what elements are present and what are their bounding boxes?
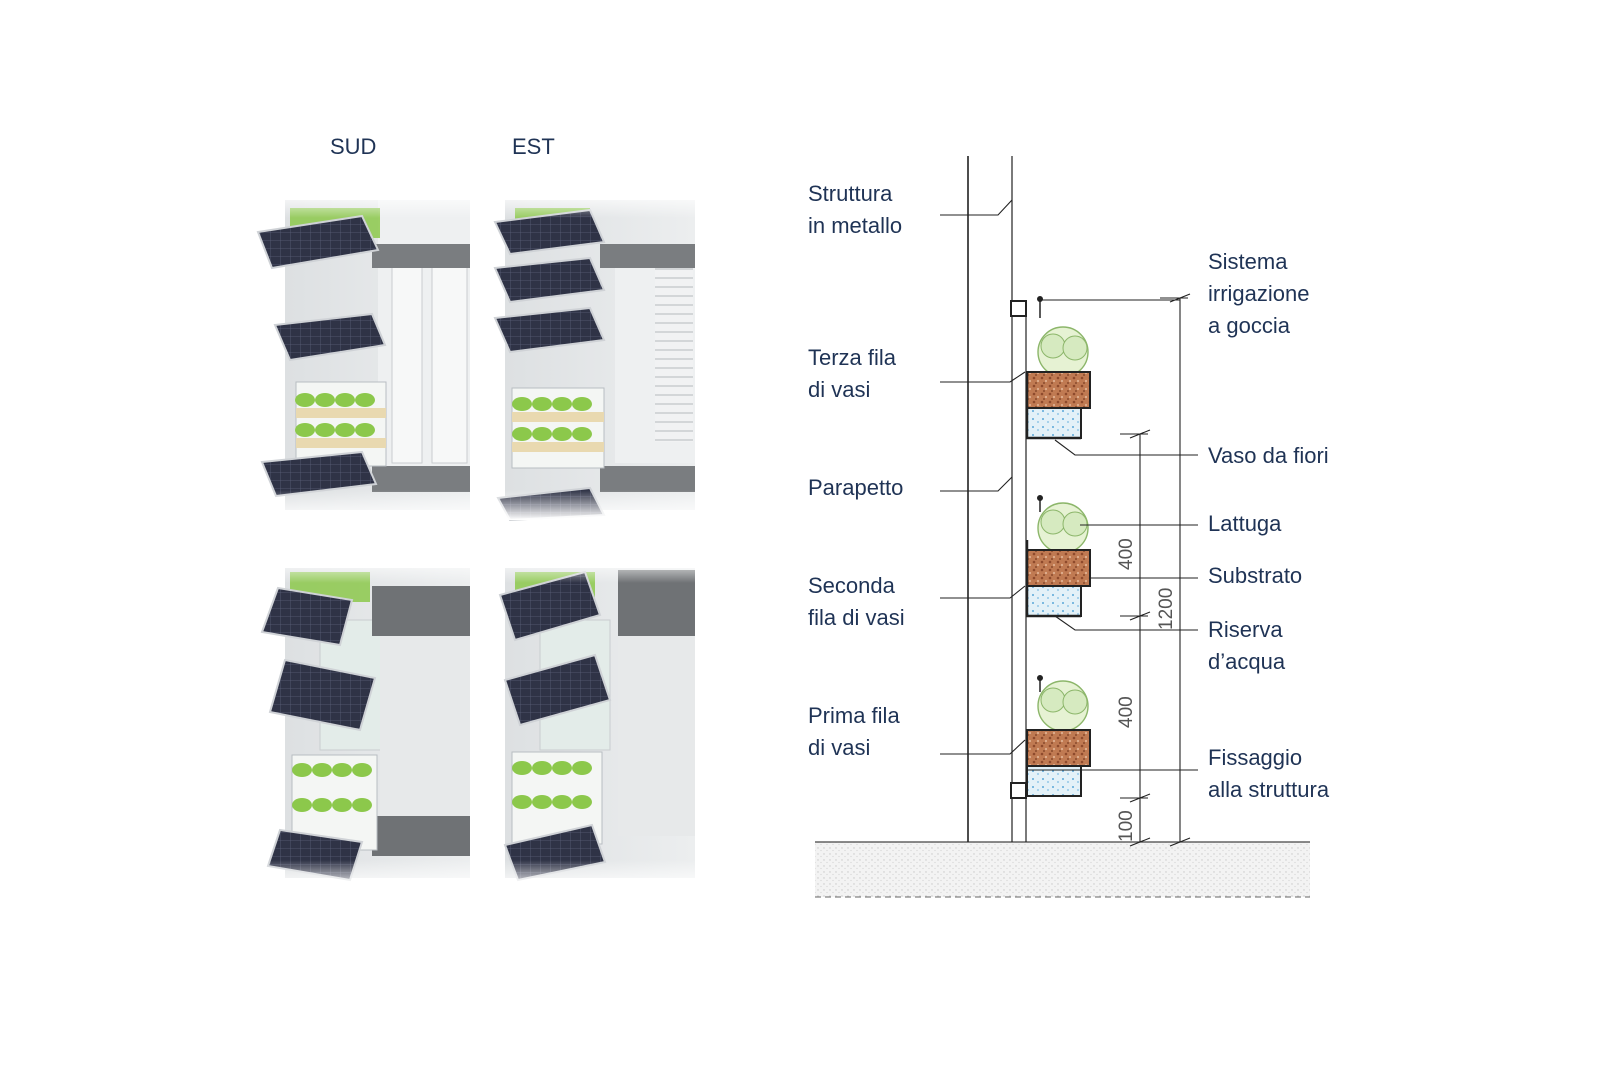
label-line: Struttura [808, 181, 893, 206]
label-structure-fixing: Fissaggio alla struttura [1208, 742, 1329, 806]
label-substrate: Substrato [1208, 560, 1302, 592]
label-line: irrigazione [1208, 281, 1310, 306]
south-heading: SUD [330, 134, 377, 159]
pot-third-row [1025, 326, 1091, 440]
label-first-row: Prima fila di vasi [808, 700, 900, 764]
facade-south-upper [256, 200, 470, 510]
pot-first-row [1026, 680, 1091, 797]
label-line: a goccia [1208, 313, 1290, 338]
label-line: Riserva [1208, 617, 1283, 642]
east-heading: EST [512, 134, 555, 159]
label-line: alla struttura [1208, 777, 1330, 802]
dimension-lines [1120, 293, 1191, 847]
label-line: d’acqua [1208, 649, 1286, 674]
label-second-row: Seconda fila di vasi [808, 570, 905, 634]
facade-east-upper [493, 200, 695, 522]
label-third-row: Terza fila di vasi [808, 342, 896, 406]
pot-second-row [1025, 502, 1091, 618]
facade-south-lower [260, 568, 470, 882]
label-line: Parapetto [808, 475, 904, 500]
label-line: Seconda [808, 573, 895, 598]
label-line: Prima fila [808, 703, 900, 728]
label-lettuce: Lattuga [1208, 508, 1281, 540]
label-line: Vaso da fiori [1208, 443, 1329, 468]
label-parapet: Parapetto [808, 472, 903, 504]
label-water-reserve: Riserva d’acqua [1208, 614, 1285, 678]
label-line: in metallo [808, 213, 903, 238]
facade-east-lower [498, 568, 695, 882]
label-line: Fissaggio [1208, 745, 1303, 770]
label-line: Sistema [1208, 249, 1288, 274]
label-line: di vasi [808, 377, 871, 402]
dim-mid-spacing: 400 [1116, 696, 1137, 728]
label-drip-irrigation: Sistema irrigazione a goccia [1208, 246, 1310, 342]
label-line: Lattuga [1208, 511, 1282, 536]
dim-total-height: 1200 [1156, 588, 1177, 630]
dim-top-spacing: 400 [1116, 538, 1137, 570]
dim-base-offset: 100 [1116, 810, 1137, 842]
leader-lines-left [940, 199, 1026, 755]
label-metal-structure: Struttura in metallo [808, 178, 902, 242]
section-drawing [815, 156, 1310, 898]
label-line: Terza fila [808, 345, 897, 370]
label-line: fila di vasi [808, 605, 905, 630]
label-flower-pot: Vaso da fiori [1208, 440, 1329, 472]
ground-hatch [815, 842, 1310, 897]
label-line: di vasi [808, 735, 871, 760]
label-line: Substrato [1208, 563, 1303, 588]
